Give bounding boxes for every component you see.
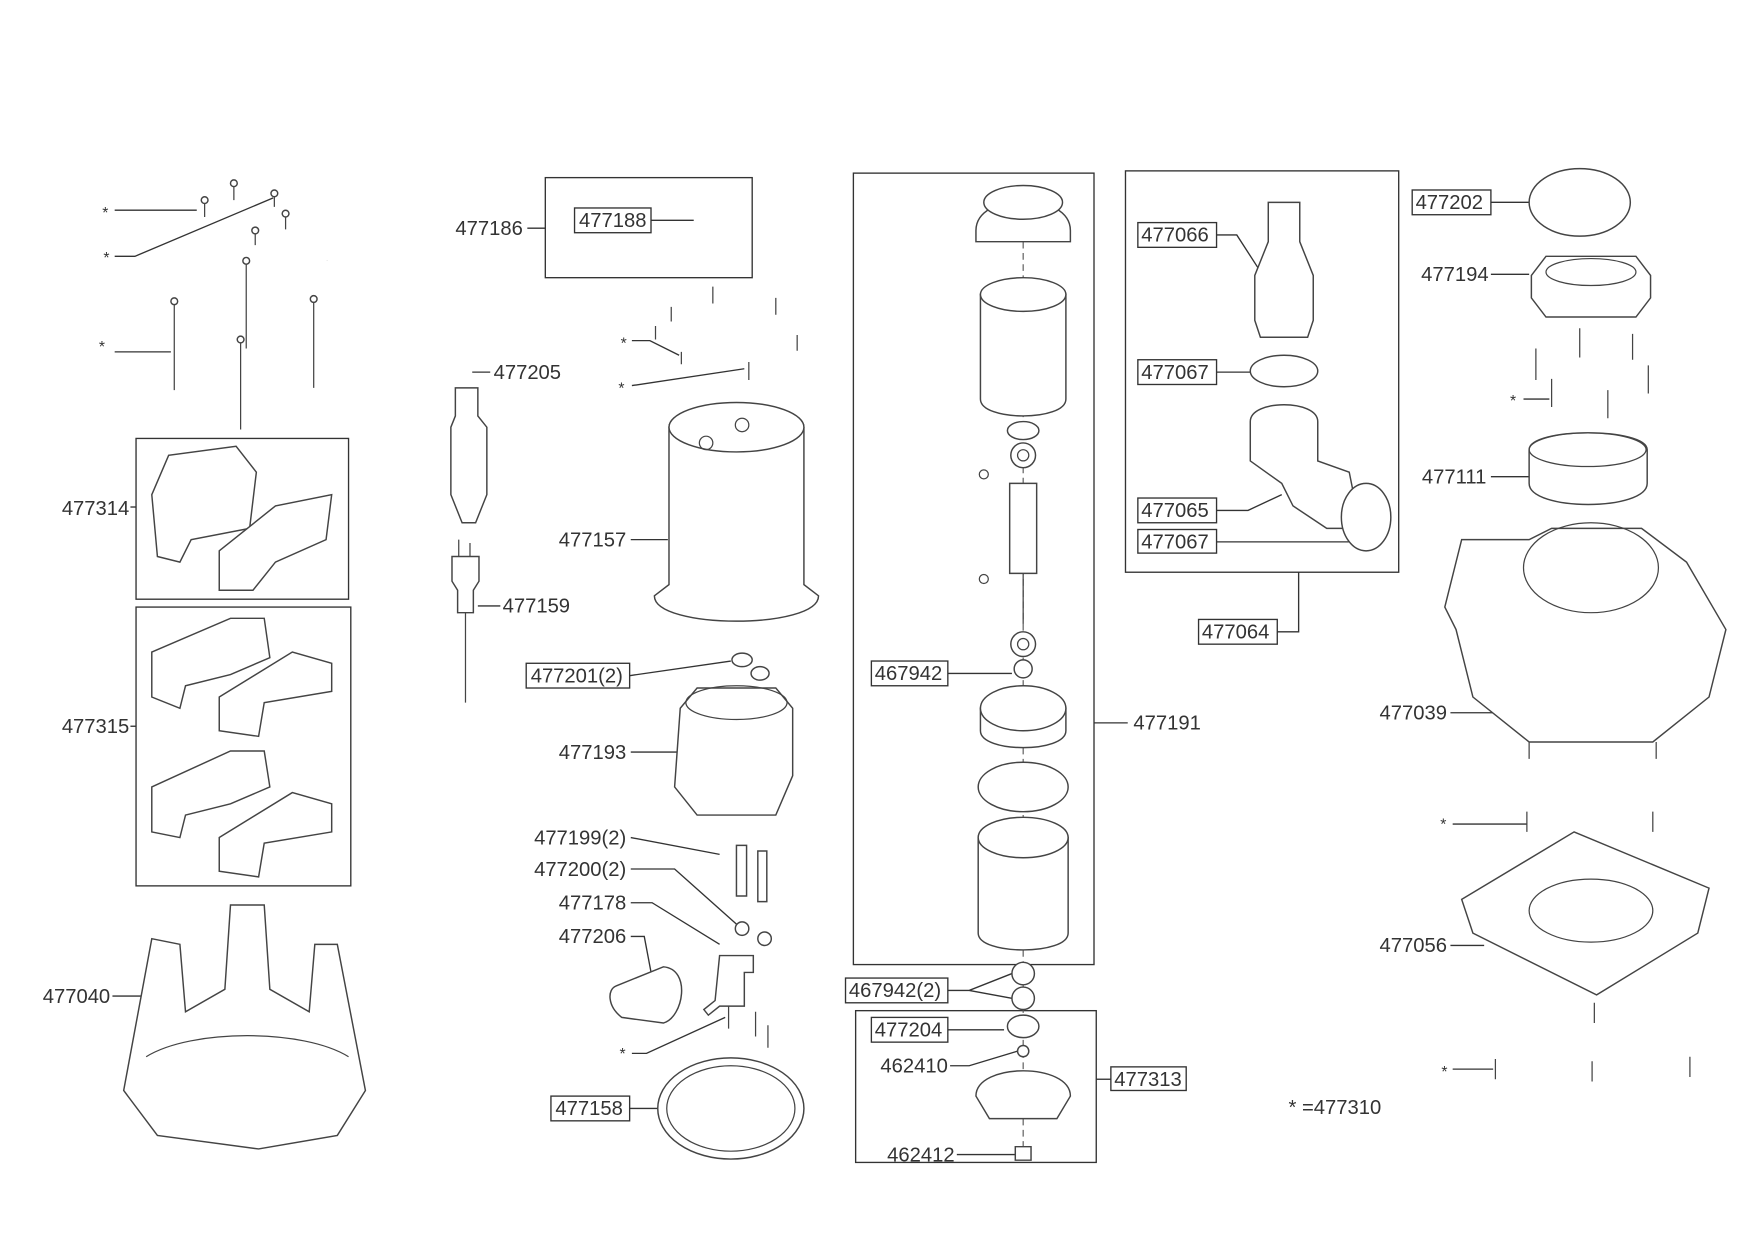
group-box-477315 xyxy=(135,606,352,887)
callout-467942: 467942 xyxy=(875,663,942,685)
gasket-477158 xyxy=(657,1057,805,1160)
group-box-477313 xyxy=(854,1009,1097,1164)
callout-477056: 477056 xyxy=(1380,935,1447,957)
callout-477178: 477178 xyxy=(559,892,626,914)
callout-477067-a: 477067 xyxy=(1141,362,1208,384)
asterisk-marker: * xyxy=(618,380,624,397)
callout-477202: 477202 xyxy=(1416,192,1483,214)
rings-477201 xyxy=(731,652,770,681)
callout-477159: 477159 xyxy=(503,596,570,618)
callout-477313: 477313 xyxy=(1114,1069,1181,1091)
power-cable xyxy=(323,177,488,524)
asterisk-marker: * xyxy=(99,339,105,356)
handle-parts xyxy=(151,445,333,878)
callout-467942-2: 467942(2) xyxy=(849,980,941,1002)
outlet-parts-477064 xyxy=(1249,201,1392,552)
bearings-and-impeller xyxy=(975,961,1072,1161)
cover-477193 xyxy=(673,685,794,816)
callout-477193: 477193 xyxy=(559,742,626,764)
group-box-477186 xyxy=(544,176,753,279)
callout-477201: 477201(2) xyxy=(531,665,623,687)
callout-477157: 477157 xyxy=(559,529,626,551)
motor-assembly-477191 xyxy=(975,184,1072,1158)
right-stack-parts xyxy=(1444,167,1727,1082)
footnote-legend: * =477310 xyxy=(1289,1097,1382,1119)
asterisk-marker: * xyxy=(102,205,108,222)
callout-477206: 477206 xyxy=(559,926,626,948)
callout-477200: 477200(2) xyxy=(534,859,626,881)
group-box-477064 xyxy=(1124,170,1400,573)
callout-477186: 477186 xyxy=(455,218,522,240)
base-stand-477040 xyxy=(122,904,367,1150)
group-box-477191 xyxy=(852,172,1095,966)
asterisk-marker: * xyxy=(1441,1064,1447,1081)
callout-477314: 477314 xyxy=(62,498,129,520)
callout-477040: 477040 xyxy=(43,986,110,1008)
asterisk-marker: * xyxy=(621,336,627,353)
cable-clamp-parts xyxy=(609,844,773,1048)
asterisk-marker: * xyxy=(1510,393,1516,410)
callout-477067-b: 477067 xyxy=(1141,532,1208,554)
screws-top-left xyxy=(170,179,318,430)
asterisk-marker: * xyxy=(620,1046,626,1063)
callout-462412: 462412 xyxy=(887,1144,954,1166)
asterisk-marker: * xyxy=(1440,817,1446,834)
callout-477064: 477064 xyxy=(1202,622,1269,644)
callout-477191: 477191 xyxy=(1133,713,1200,735)
callout-462410: 462410 xyxy=(880,1055,947,1077)
callout-477188: 477188 xyxy=(579,210,646,232)
callout-477204: 477204 xyxy=(875,1020,942,1042)
small-screws-center xyxy=(654,286,798,380)
group-box-477314 xyxy=(135,437,350,600)
callout-477205: 477205 xyxy=(494,362,561,384)
motor-housing-477157 xyxy=(653,401,820,622)
callout-477111: 477111 xyxy=(1422,466,1486,488)
callout-477039: 477039 xyxy=(1380,702,1447,724)
callout-477158: 477158 xyxy=(555,1098,622,1120)
callout-477199: 477199(2) xyxy=(534,827,626,849)
plug xyxy=(451,539,480,703)
asterisk-marker: * xyxy=(103,250,109,267)
callout-477066: 477066 xyxy=(1141,225,1208,247)
callout-477315: 477315 xyxy=(62,716,129,738)
callout-477194: 477194 xyxy=(1421,264,1488,286)
callout-477065: 477065 xyxy=(1141,500,1208,522)
